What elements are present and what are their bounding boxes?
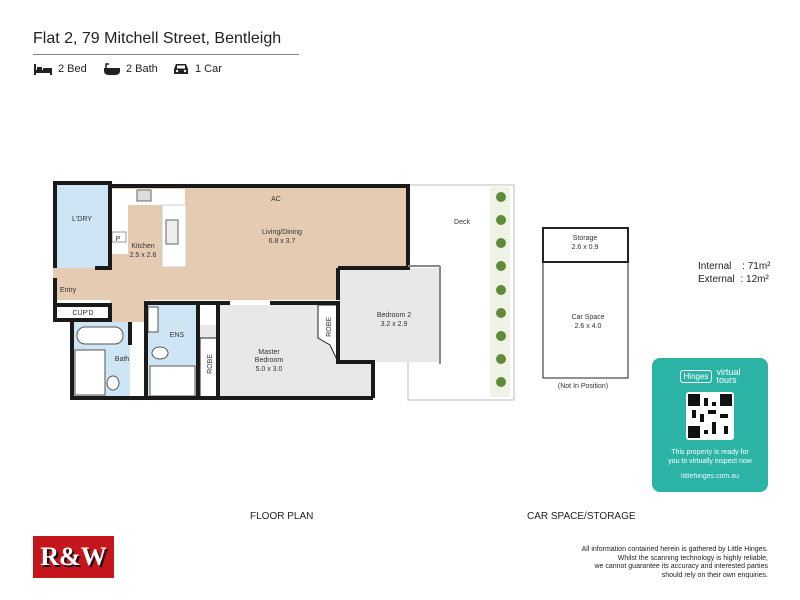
- walls: [53, 181, 410, 400]
- internal-value: : 71m²: [742, 261, 771, 272]
- bath-icon: [104, 63, 120, 75]
- card-url[interactable]: littlehinges.com.au: [681, 473, 739, 480]
- feature-car: 1 Car: [172, 62, 222, 76]
- living-label: Living/Dining: [262, 229, 302, 236]
- kitchen-bench: [112, 189, 128, 254]
- external-value: : 12m²: [740, 274, 769, 285]
- tours-label: tours: [716, 375, 737, 385]
- kitchen-dim: 2.5 x 2.6: [130, 252, 157, 259]
- bedroom-2: [338, 268, 440, 362]
- car-space-dim: 2.6 x 4.0: [575, 323, 602, 330]
- cupboard: [55, 305, 110, 320]
- external-label: External: [698, 274, 735, 285]
- bedroom-2-dim: 3.2 x 2.9: [381, 321, 408, 328]
- sink-icon: [165, 219, 179, 245]
- living-dim: 6.8 x 3.7: [269, 238, 296, 245]
- feature-bath-label: 2 Bath: [126, 63, 158, 75]
- internal-area: Internal : 71m²: [698, 261, 770, 272]
- card-message-1: This property is ready for: [671, 449, 749, 456]
- page-title: Flat 2, 79 Mitchell Street, Bentleigh: [33, 30, 282, 47]
- storage-dim: 2.6 x 0.9: [572, 244, 599, 251]
- hinges-brand: Hinges: [679, 369, 713, 383]
- pantry-label: P: [116, 236, 121, 243]
- storage-label: Storage: [573, 235, 598, 242]
- title-divider: [33, 54, 299, 55]
- car-space-storage-label: CAR SPACE/STORAGE: [527, 511, 636, 522]
- car-icon: [174, 64, 188, 74]
- card-message-2: you to virtually inspect now: [668, 458, 752, 465]
- laundry-room: [55, 185, 110, 268]
- internal-label: Internal: [698, 261, 732, 272]
- not-in-position: (Not In Position): [558, 383, 608, 390]
- disclaimer-line: we cannot guarantee its accuracy and int…: [594, 563, 768, 570]
- qr-code[interactable]: [686, 392, 734, 440]
- kitchen-label: Kitchen: [131, 243, 154, 250]
- disclaimer-line: All information contained herein is gath…: [581, 546, 768, 553]
- master-label-2: Bedroom: [255, 357, 284, 364]
- floor-plan-label: FLOOR PLAN: [250, 511, 314, 522]
- virtual-label: virtual: [716, 367, 741, 377]
- robe-bedroom-2-label: ROBE: [326, 317, 333, 337]
- plant-icons: [496, 192, 506, 387]
- feature-bed-label: 2 Bed: [58, 63, 87, 75]
- cupboard-label: CUP'D: [72, 310, 93, 317]
- ensuite-label: ENS: [170, 332, 185, 339]
- master-dim: 5.0 x 3.0: [256, 366, 283, 373]
- ac-label: AC: [271, 196, 281, 203]
- bedroom-2-label: Bedroom 2: [377, 312, 411, 319]
- bath-label: Bath: [115, 356, 130, 363]
- external-area: External : 12m²: [698, 274, 769, 285]
- master-label: Master: [258, 349, 280, 356]
- robe-master-label: ROBE: [207, 354, 214, 374]
- disclaimer-line: should rely on their own enquiries.: [661, 571, 768, 579]
- cooktop-icon: [136, 189, 152, 202]
- feature-bath: 2 Bath: [103, 62, 158, 76]
- car-space-label: Car Space: [571, 314, 604, 321]
- deck-label: Deck: [454, 219, 470, 226]
- bed-icon: [34, 64, 52, 75]
- storage: [542, 227, 629, 263]
- rw-logo: R&W: [33, 536, 114, 578]
- disclaimer: All information contained herein is gath…: [582, 546, 768, 580]
- feature-bed: 2 Bed: [33, 62, 87, 76]
- entry-label: Entry: [60, 287, 77, 294]
- disclaimer-line: Whilst the scanning technology is highly…: [617, 554, 768, 562]
- laundry-label: L'DRY: [72, 216, 92, 223]
- feature-car-label: 1 Car: [195, 63, 222, 75]
